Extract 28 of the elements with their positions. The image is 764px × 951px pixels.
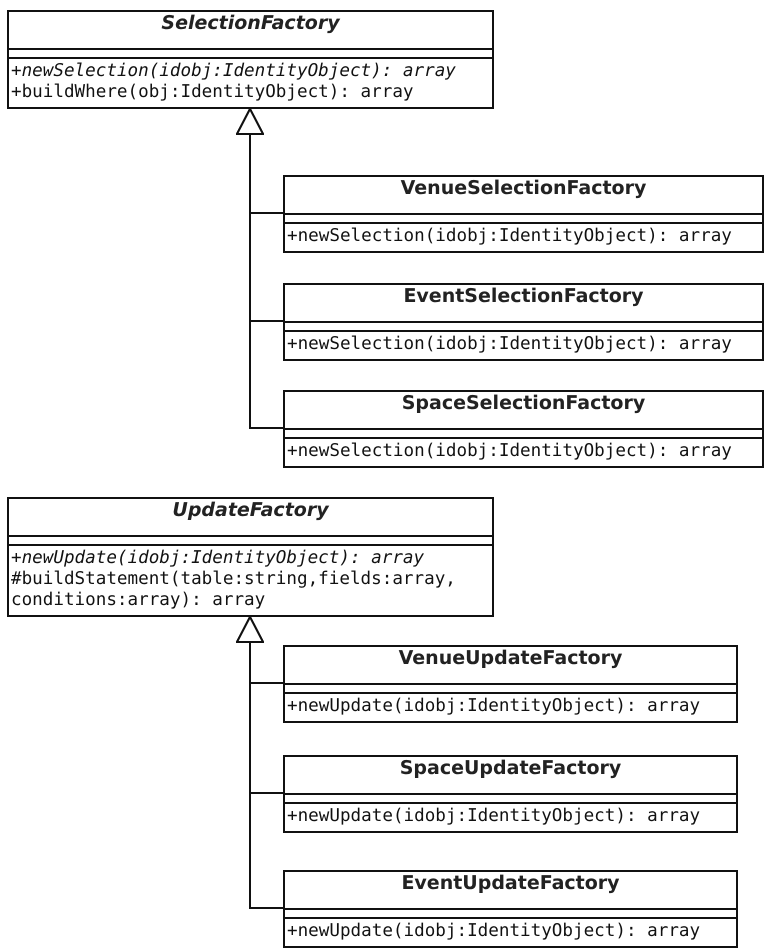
method-signature: +buildWhere(obj:IdentityObject): array	[11, 82, 415, 103]
inheritance-arrow	[236, 108, 283, 429]
class-name: SpaceSelectionFactory	[402, 392, 646, 414]
class-box	[283, 870, 738, 948]
method-signature: +newSelection(idobj:IdentityObject): array	[11, 61, 457, 82]
class-box	[283, 175, 764, 253]
class-name: SelectionFactory	[161, 12, 340, 34]
method-signature: +newSelection(idobj:IdentityObject): array	[287, 334, 733, 355]
class-box	[283, 390, 764, 468]
class-box	[283, 645, 738, 723]
method-signature: +newSelection(idobj:IdentityObject): array	[287, 226, 733, 247]
class-name: VenueSelectionFactory	[400, 177, 646, 199]
method-signature: +newUpdate(idobj:IdentityObject): array	[287, 921, 702, 942]
method-signature: +newUpdate(idobj:IdentityObject): array	[287, 696, 702, 717]
class-box	[7, 497, 494, 617]
class-name: EventSelectionFactory	[403, 285, 644, 307]
class-box	[283, 755, 738, 833]
class-name: VenueUpdateFactory	[398, 647, 622, 669]
class-name: UpdateFactory	[172, 499, 329, 521]
class-box	[7, 10, 494, 109]
method-signature: +newUpdate(idobj:IdentityObject): array	[287, 806, 702, 827]
class-box	[283, 283, 764, 361]
inheritance-arrow	[236, 616, 283, 909]
class-name: EventUpdateFactory	[401, 872, 620, 894]
method-signature: +newSelection(idobj:IdentityObject): array	[287, 441, 733, 462]
method-signature: #buildStatement(table:string,fields:array, conditions:array): array	[11, 569, 457, 611]
class-name: SpaceUpdateFactory	[400, 757, 622, 779]
method-signature: +newUpdate(idobj:IdentityObject): array	[11, 548, 426, 569]
